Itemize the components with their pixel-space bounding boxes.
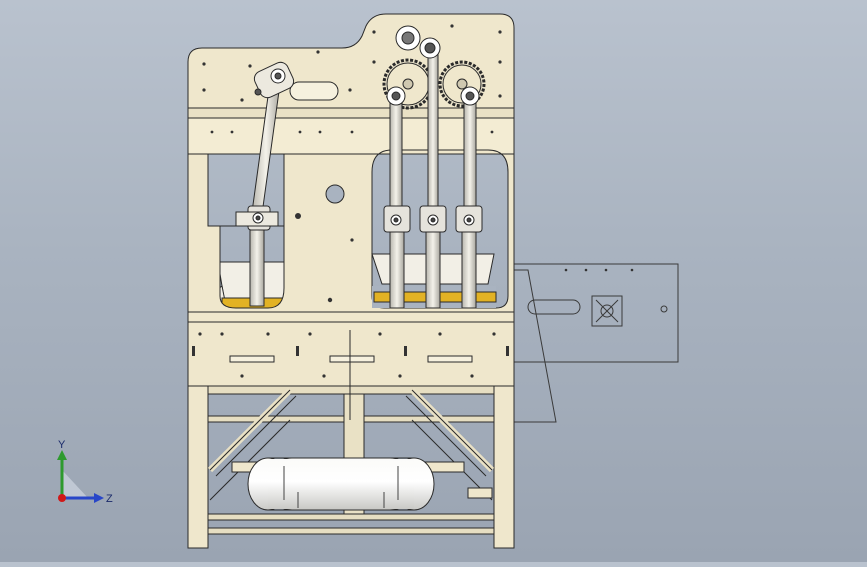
lower-plate <box>187 311 515 420</box>
linkages <box>235 25 483 309</box>
orientation-triad: Y Z <box>57 439 113 505</box>
side-bracket <box>511 263 679 423</box>
y-axis-label: Y <box>58 439 66 451</box>
origin-marker <box>58 494 66 502</box>
air-tank <box>247 457 435 511</box>
bolt-holes <box>192 24 509 378</box>
z-axis-label: Z <box>106 493 113 505</box>
